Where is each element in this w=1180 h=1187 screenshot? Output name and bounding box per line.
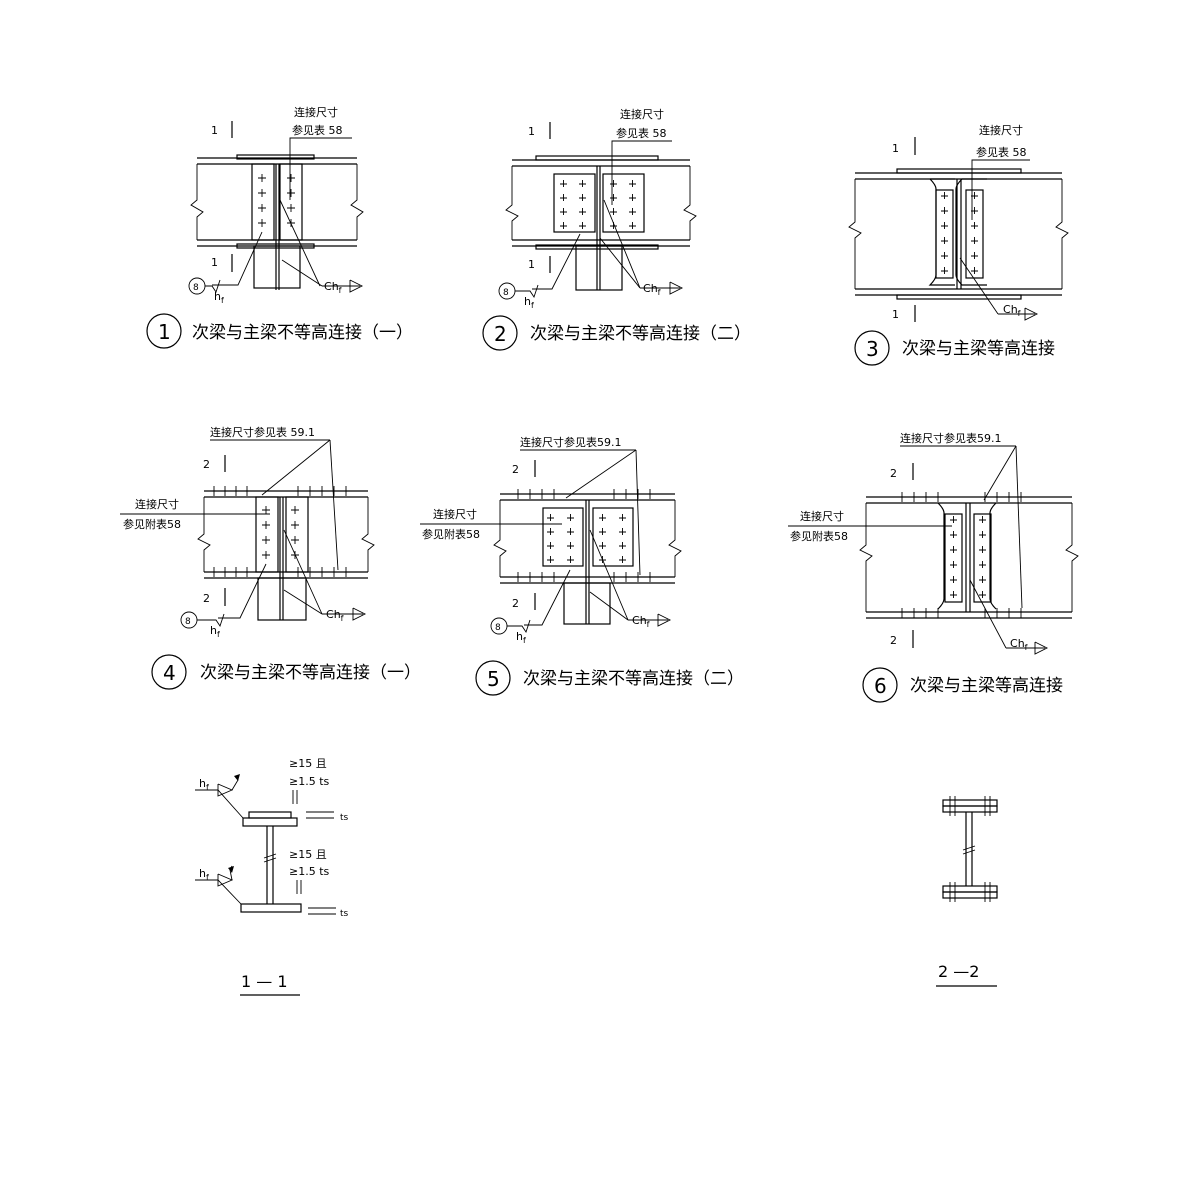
note-line-2: 参见表 58 (616, 126, 667, 140)
weld-tag: 8 (193, 283, 199, 293)
weld-symbol-text: Chf (324, 280, 342, 295)
ts-label: ts (340, 813, 349, 823)
section-mark: 2 (890, 467, 897, 480)
weld-tag: 8 (495, 623, 501, 633)
detail-caption: 次梁与主梁等高连接 (910, 676, 1063, 696)
note-line-1: 连接尺寸 (979, 123, 1023, 137)
detail-2: 1 1 连接尺寸 参见表 58 Chf 8 hf 2 次梁与主梁不等高连接（二） (482, 107, 751, 351)
section-mark: 1 (528, 258, 535, 271)
note-line-2: 参见附表58 (123, 517, 181, 531)
detail-caption: 次梁与主梁不等高连接（一） (200, 663, 421, 683)
detail-number: 6 (874, 674, 887, 698)
weld-symbol-text: Chf (326, 608, 344, 623)
detail-4: 2 2 连接尺寸参见表 59.1 连接尺寸 参见附表58 Chf 8 hf 4 … (120, 425, 421, 690)
note-top: 连接尺寸参见表59.1 (520, 435, 622, 449)
weld-hf-label: hf (210, 624, 220, 639)
note-top: 连接尺寸参见表 59.1 (210, 425, 315, 439)
detail-caption: 次梁与主梁不等高连接（二） (530, 324, 751, 344)
section-2-2: 2 —2 (936, 796, 998, 987)
section-1-1: hf hf ≥15 且 ≥1.5 ts ≥15 且 ≥1.5 ts ts ts … (195, 757, 349, 996)
detail-number-circle (146, 313, 182, 349)
note-line-1: 连接尺寸 (433, 507, 477, 521)
note-line-2: 参见附表58 (422, 527, 480, 541)
detail-number: 5 (487, 667, 500, 691)
note-top: 连接尺寸参见表59.1 (900, 431, 1002, 445)
weld-symbol-text: Chf (1010, 637, 1028, 652)
note-line-2: 参见附表58 (790, 529, 848, 543)
section-mark: 1 (528, 125, 535, 138)
detail-number: 4 (163, 661, 176, 685)
section-mark: 2 (203, 458, 210, 471)
detail-number-circle (482, 315, 518, 351)
note-line-1: 连接尺寸 (294, 105, 338, 119)
weld-tag: 8 (185, 617, 191, 627)
note-line-1: 连接尺寸 (135, 497, 179, 511)
weld-symbol-text: Chf (632, 614, 650, 629)
weld-symbol-text: Chf (643, 282, 661, 297)
section-mark: 2 (890, 634, 897, 647)
detail-3: 1 1 连接尺寸 参见表 58 Chf 3 次梁与主梁等高连接 (848, 123, 1069, 366)
section-title: 2 —2 (938, 962, 979, 981)
weld-hf-label: hf (214, 290, 224, 305)
note-line-2: 参见表 58 (976, 145, 1027, 159)
section-mark: 1 (211, 124, 218, 137)
detail-number-circle (854, 330, 890, 366)
ts-label: ts (340, 909, 349, 919)
detail-caption: 次梁与主梁不等高连接（二） (523, 669, 744, 689)
detail-number: 1 (158, 320, 171, 344)
detail-number: 3 (866, 337, 879, 361)
hf-label: hf (199, 867, 209, 882)
detail-5: 2 2 连接尺寸参见表59.1 连接尺寸 参见附表58 Chf 8 hf 5 次… (420, 435, 744, 696)
section-mark: 1 (892, 142, 899, 155)
weld-hf-label: hf (516, 630, 526, 645)
dim-mid-2: ≥1.5 ts (289, 865, 330, 878)
weld-hf-label: hf (524, 295, 534, 310)
detail-number: 2 (494, 322, 507, 346)
note-line-2: 参见表 58 (292, 123, 343, 137)
section-mark: 2 (512, 463, 519, 476)
detail-number-circle (862, 667, 898, 703)
hf-label: hf (199, 777, 209, 792)
section-mark: 1 (892, 308, 899, 321)
section-mark: 2 (512, 597, 519, 610)
detail-1: 1 1 连接尺寸 参见表 58 Chf 8 hf 1 次梁与主梁不等高连接（一） (146, 105, 413, 349)
note-line-1: 连接尺寸 (800, 509, 844, 523)
section-mark: 2 (203, 592, 210, 605)
dim-top-2: ≥1.5 ts (289, 775, 330, 788)
weld-tag: 8 (503, 288, 509, 298)
section-title: 1 — 1 (241, 972, 288, 991)
detail-number-circle (151, 654, 187, 690)
detail-number-circle (475, 660, 511, 696)
detail-6: 2 2 连接尺寸参见表59.1 连接尺寸 参见附表58 Chf 6 次梁与主梁等… (788, 431, 1079, 703)
dim-top-1: ≥15 且 (289, 757, 327, 770)
detail-caption: 次梁与主梁等高连接 (902, 339, 1055, 359)
section-mark: 1 (211, 256, 218, 269)
dim-mid-1: ≥15 且 (289, 848, 327, 861)
weld-symbol-text: Chf (1003, 303, 1021, 318)
note-line-1: 连接尺寸 (620, 107, 664, 121)
detail-caption: 次梁与主梁不等高连接（一） (192, 323, 413, 343)
